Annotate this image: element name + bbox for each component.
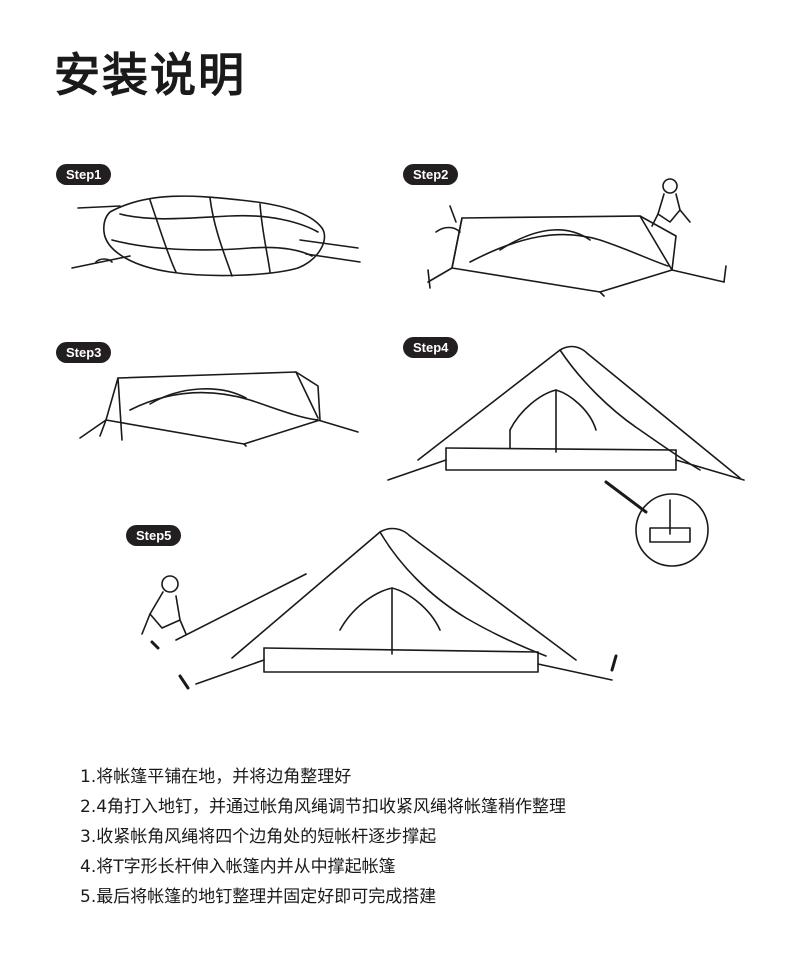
page-title: 安装说明 [54, 48, 246, 102]
step3-illustration [79, 371, 359, 447]
step4-illustration [387, 345, 745, 567]
step2-illustration [427, 178, 727, 297]
step3-badge: Step3 [56, 342, 112, 363]
step4-badge: Step4 [403, 337, 459, 358]
installation-illustrations [71, 178, 745, 690]
instruction-step-3: 3.收紧帐角风绳将四个边角处的短帐杆逐步撑起 [80, 827, 437, 847]
instruction-step-4: 4.将T字形长杆伸入帐篷内并从中撑起帐篷 [80, 857, 396, 877]
step2-badge: Step2 [403, 164, 459, 185]
step5-badge: Step5 [126, 525, 182, 546]
instruction-step-5: 5.最后将帐篷的地钉整理并固定好即可完成搭建 [80, 887, 437, 907]
step1-badge: Step1 [56, 164, 112, 185]
instruction-list: 1.将帐篷平铺在地，并将边角整理好 2.4角打入地钉，并通过帐角风绳调节扣收紧风… [80, 762, 566, 912]
instruction-step-1: 1.将帐篷平铺在地，并将边角整理好 [80, 767, 352, 787]
step5-illustration [141, 527, 618, 690]
instruction-step-2: 2.4角打入地钉，并通过帐角风绳调节扣收紧风绳将帐篷稍作整理 [80, 797, 567, 817]
step1-illustration [71, 195, 361, 277]
